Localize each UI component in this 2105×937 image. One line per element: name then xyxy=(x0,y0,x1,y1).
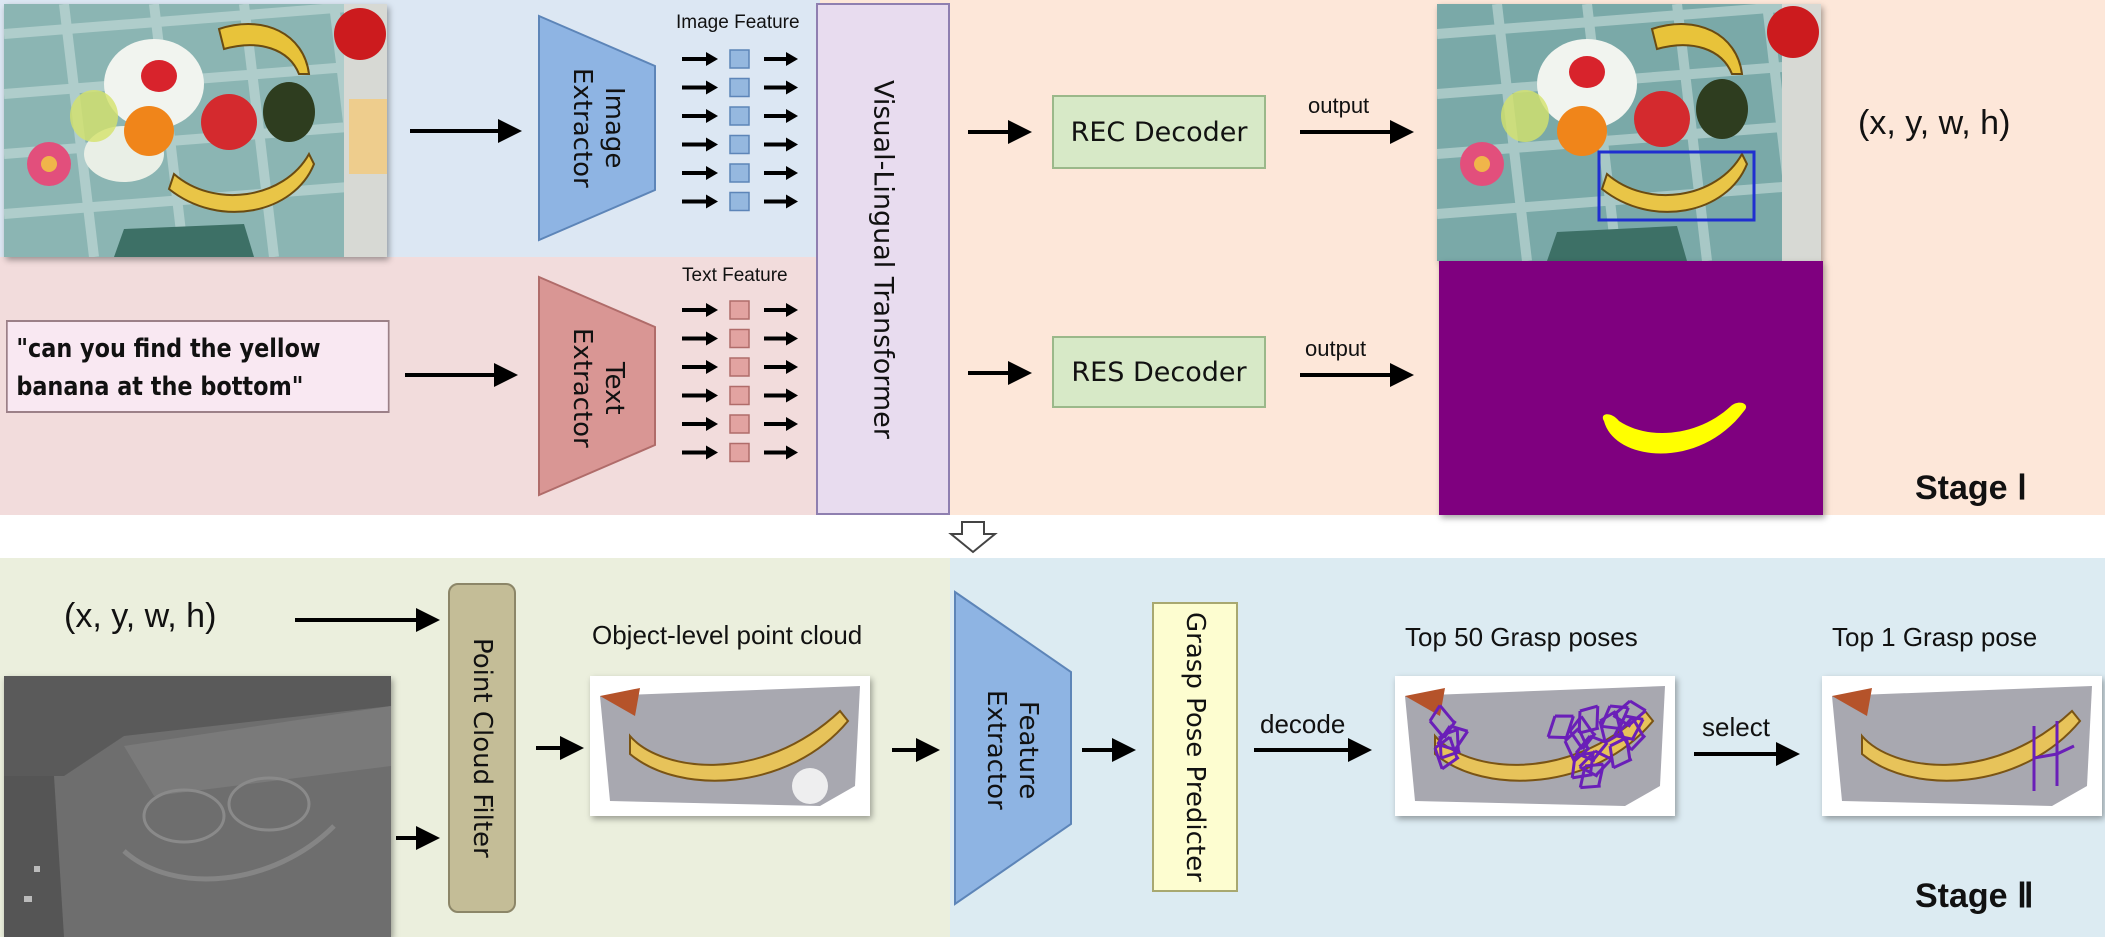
grasp-pose xyxy=(1428,704,1457,739)
token-arrow-out-head xyxy=(786,80,798,95)
feature-token xyxy=(729,414,750,434)
feature-token xyxy=(729,134,750,155)
stage-1-label: Stage Ⅰ xyxy=(1915,469,2028,507)
feature-token xyxy=(729,385,750,406)
grasp-pose xyxy=(1608,736,1633,770)
query-line-1: "can you find the yellow xyxy=(16,334,321,364)
token-arrow-out-head xyxy=(786,360,798,374)
transformer-label: Visual-Lingual Transformer xyxy=(867,79,899,439)
token-arrow-in-head xyxy=(706,445,718,460)
token-arrow-out-head xyxy=(786,445,798,460)
stage-2-label: Stage Ⅱ xyxy=(1915,877,2034,915)
select-label: select xyxy=(1702,712,1770,742)
top1-grasp-cloud xyxy=(1822,676,2102,816)
grasp-pose xyxy=(1574,734,1609,763)
image-feature-label: Image Feature xyxy=(676,12,800,33)
query-line-2: banana at the bottom" xyxy=(16,372,304,402)
rec-decoder: REC Decoder xyxy=(1052,95,1266,169)
feature-token xyxy=(729,191,750,212)
grasp-pose xyxy=(1578,749,1613,778)
token-arrow-in-head xyxy=(706,137,718,152)
best-grasp-pose xyxy=(2032,721,2075,791)
res-decoder: RES Decoder xyxy=(1052,336,1266,408)
object-point-cloud xyxy=(590,676,870,816)
token-arrow-in-head xyxy=(706,417,718,431)
text-feature-tokens xyxy=(682,300,798,463)
grasp-pose xyxy=(1578,762,1605,790)
token-arrow-in-head xyxy=(706,303,718,317)
object-cloud-label: Object-level point cloud xyxy=(592,620,863,650)
rec-bounding-box xyxy=(1597,150,1756,222)
image-extractor-label: Image Extractor xyxy=(567,68,629,188)
token-arrow-in-head xyxy=(706,166,718,180)
output-label-bottom: output xyxy=(1305,336,1367,361)
token-arrow-out-head xyxy=(786,331,798,346)
feature-token xyxy=(729,328,750,349)
grasp-pose-predicter-label: Grasp Pose Predicter xyxy=(1180,612,1210,882)
point-cloud-filter: Point Cloud Filter xyxy=(448,583,516,913)
grasp-pose xyxy=(1568,715,1597,751)
top50-label: Top 50 Grasp poses xyxy=(1405,622,1638,652)
grasp-pose-predicter: Grasp Pose Predicter xyxy=(1152,602,1238,892)
rec-output-photo xyxy=(1437,4,1821,261)
token-arrow-out-head xyxy=(786,52,798,66)
query-text-box: "can you find the yellow banana at the b… xyxy=(6,320,390,413)
output-label-top: output xyxy=(1308,93,1370,118)
token-arrow-out-head xyxy=(786,137,798,152)
grasp-pose xyxy=(1438,728,1461,760)
visual-lingual-transformer: Visual-Lingual Transformer xyxy=(816,3,950,515)
rec-decoder-label: REC Decoder xyxy=(1070,116,1248,148)
decode-label: decode xyxy=(1260,709,1346,739)
banana-mask xyxy=(1602,402,1747,454)
feature-token xyxy=(729,300,750,320)
token-arrow-out-head xyxy=(786,109,798,123)
grasp-pose xyxy=(1612,699,1647,728)
text-feature-label: Text Feature xyxy=(682,265,788,286)
grasp-pose xyxy=(1433,735,1460,771)
depth-image xyxy=(4,676,391,937)
token-arrow-out-head xyxy=(786,194,798,209)
token-arrow-in-head xyxy=(706,109,718,123)
token-arrow-out-head xyxy=(786,166,798,180)
top1-label: Top 1 Grasp pose xyxy=(1832,622,2038,652)
grasp-pose xyxy=(1598,710,1624,744)
grasp-pose xyxy=(1546,714,1575,740)
token-arrow-out-head xyxy=(786,303,798,317)
grasp-pose xyxy=(1577,704,1600,735)
scene-photo xyxy=(4,4,387,257)
feature-token xyxy=(729,106,750,126)
token-arrow-in-head xyxy=(706,388,718,403)
token-arrow-out-head xyxy=(786,388,798,403)
image-feature-tokens xyxy=(682,49,798,212)
stage-transition-arrow xyxy=(948,521,998,554)
token-arrow-in-head xyxy=(706,194,718,209)
token-arrow-in-head xyxy=(706,360,718,374)
token-arrow-out-head xyxy=(786,417,798,431)
feature-token xyxy=(729,77,750,98)
res-decoder-label: RES Decoder xyxy=(1071,356,1247,388)
grasp-pose xyxy=(1599,704,1630,731)
feature-extractor-label: Feature Extractor xyxy=(981,690,1043,810)
feature-token xyxy=(729,442,750,463)
point-cloud-filter-label: Point Cloud Filter xyxy=(467,638,497,858)
grasp-pose xyxy=(1436,724,1469,752)
bbox-output-label: (x, y, w, h) xyxy=(1858,104,2011,142)
feature-token xyxy=(729,49,750,69)
text-extractor xyxy=(538,275,656,497)
feature-extractor xyxy=(954,590,1072,906)
token-arrow-in-head xyxy=(706,52,718,66)
token-arrow-in-head xyxy=(706,80,718,95)
feature-token xyxy=(729,357,750,377)
feature-token xyxy=(729,163,750,183)
top50-grasp-cloud xyxy=(1395,676,1675,816)
text-extractor-label: Text Extractor xyxy=(567,328,629,448)
image-extractor xyxy=(538,14,656,242)
grasp-pose xyxy=(1563,727,1591,763)
token-arrow-in-head xyxy=(706,331,718,346)
stage2-bbox-input-label: (x, y, w, h) xyxy=(64,597,217,635)
res-mask xyxy=(1439,261,1823,515)
grasp-pose xyxy=(1613,714,1645,742)
